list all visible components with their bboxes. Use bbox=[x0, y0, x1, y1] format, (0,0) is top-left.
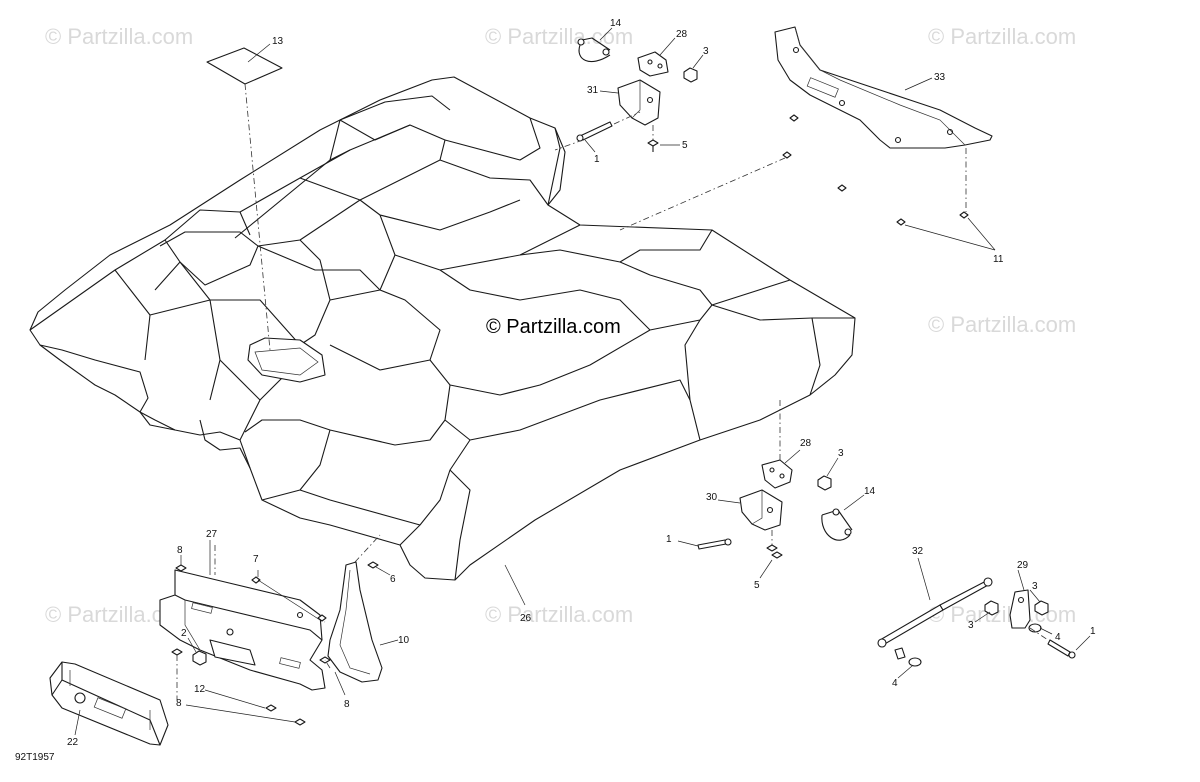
callout-2: 2 bbox=[181, 628, 187, 639]
callout-31: 31 bbox=[587, 85, 599, 96]
callout-3-right: 3 bbox=[838, 448, 844, 459]
mount-bracket-part-27[interactable] bbox=[159, 569, 326, 691]
decal-part-13[interactable] bbox=[206, 47, 283, 85]
callout-28-right: 28 bbox=[800, 438, 812, 449]
callout-3-strut-left: 3 bbox=[968, 620, 974, 631]
nuts-part-3-strut[interactable] bbox=[984, 600, 1049, 616]
brace-part-33[interactable] bbox=[774, 26, 993, 149]
bracket-part-28-right[interactable] bbox=[761, 459, 793, 489]
callout-13: 13 bbox=[272, 36, 284, 47]
callout-3-strut-right: 3 bbox=[1032, 581, 1038, 592]
callout-10: 10 bbox=[398, 635, 410, 646]
nut-part-2[interactable] bbox=[192, 650, 207, 666]
callout-8-bottom: 8 bbox=[176, 698, 182, 709]
callout-30: 30 bbox=[706, 492, 718, 503]
screw-part-7[interactable] bbox=[251, 576, 261, 584]
bracket-part-31[interactable] bbox=[617, 79, 661, 126]
screws-part-8-bottom[interactable] bbox=[171, 648, 331, 726]
watermark-top-right: © Partzilla.com bbox=[928, 24, 1076, 49]
callout-26: 26 bbox=[520, 613, 532, 624]
strap-part-10[interactable] bbox=[327, 561, 383, 683]
bolt-part-1-right[interactable] bbox=[697, 538, 732, 550]
bolt-part-1-top[interactable] bbox=[576, 121, 613, 142]
nut-part-3-top[interactable] bbox=[683, 67, 698, 83]
callout-4-right: 4 bbox=[1055, 632, 1061, 643]
push-rivets-part-11[interactable] bbox=[782, 114, 969, 226]
bolt-part-1-strut[interactable] bbox=[1047, 639, 1076, 659]
callout-5-right: 5 bbox=[754, 580, 760, 591]
clip-part-12[interactable] bbox=[265, 704, 277, 712]
callout-12: 12 bbox=[194, 684, 206, 695]
washers-part-4[interactable] bbox=[894, 623, 1042, 667]
roof-panel-part-26[interactable] bbox=[29, 76, 856, 581]
callout-32: 32 bbox=[912, 546, 924, 557]
callout-14-right: 14 bbox=[864, 486, 876, 497]
callout-5-top: 5 bbox=[682, 140, 688, 151]
callout-3-top: 3 bbox=[703, 46, 709, 57]
gas-strut-part-32[interactable] bbox=[877, 577, 993, 648]
watermark-top-left: © Partzilla.com bbox=[45, 24, 193, 49]
bracket-part-28-top[interactable] bbox=[637, 51, 669, 77]
diagram-code: 92T1957 bbox=[15, 752, 55, 763]
callout-4-left: 4 bbox=[892, 678, 898, 689]
callout-8-top: 8 bbox=[177, 545, 183, 556]
callout-22: 22 bbox=[67, 737, 79, 748]
screw-part-8-top[interactable] bbox=[175, 564, 187, 572]
callout-14-top: 14 bbox=[610, 18, 622, 29]
callout-1-top: 1 bbox=[594, 154, 600, 165]
latch-cable-part-14-top[interactable] bbox=[577, 37, 611, 63]
callout-1-right: 1 bbox=[666, 534, 672, 545]
callout-8-strap: 8 bbox=[344, 699, 350, 710]
strut-mount-part-29[interactable] bbox=[1009, 589, 1031, 629]
latch-cable-part-14-right[interactable] bbox=[821, 508, 853, 541]
callout-27: 27 bbox=[206, 529, 218, 540]
callout-29: 29 bbox=[1017, 560, 1029, 571]
watermark-bottom-right: © Partzilla.com bbox=[928, 602, 1076, 627]
callout-28-top: 28 bbox=[676, 29, 688, 40]
watermark-bottom-center: © Partzilla.com bbox=[485, 602, 633, 627]
screw-part-5-top[interactable] bbox=[647, 139, 659, 152]
bracket-part-30[interactable] bbox=[739, 489, 783, 531]
watermark-center: © Partzilla.com bbox=[486, 316, 621, 338]
watermark-mid-right: © Partzilla.com bbox=[928, 312, 1076, 337]
screw-part-5-right[interactable] bbox=[766, 544, 783, 559]
callout-7: 7 bbox=[253, 554, 259, 565]
callout-33: 33 bbox=[934, 72, 946, 83]
callout-11: 11 bbox=[993, 254, 1004, 265]
module-part-22[interactable] bbox=[49, 661, 169, 746]
callout-6: 6 bbox=[390, 574, 396, 585]
watermark-top-center: © Partzilla.com bbox=[485, 24, 633, 49]
nut-part-3-right[interactable] bbox=[817, 475, 832, 491]
callout-1-strut: 1 bbox=[1090, 626, 1096, 637]
